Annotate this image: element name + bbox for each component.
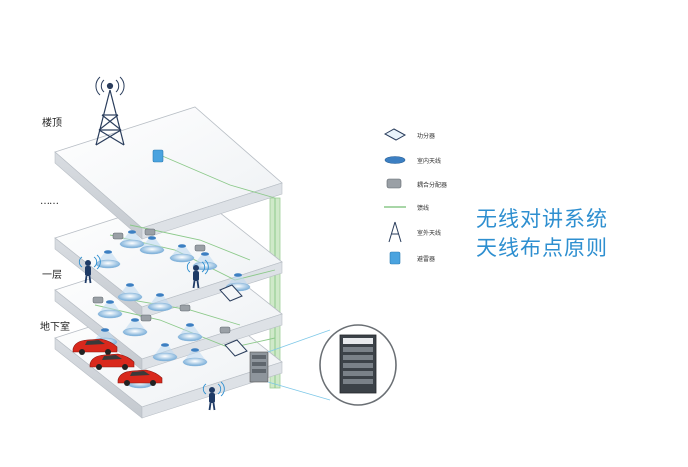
couplers: [92, 228, 231, 334]
indoor-antenna-icon: [97, 300, 123, 319]
basement-label: 地下室: [40, 322, 70, 333]
legend-label: 避雷器: [417, 255, 436, 263]
roof-label: 楼顶: [42, 118, 62, 129]
coupler-icon: [386, 178, 402, 189]
repeater-icon: [389, 251, 401, 265]
outdoor-antenna-icon: [388, 221, 402, 243]
splitter-basement: [224, 339, 248, 357]
first-floor-label: 一层: [42, 270, 62, 281]
communication-tower: [95, 82, 125, 146]
legend-label: 功分器: [417, 132, 436, 140]
coupler-icon: [92, 296, 104, 304]
coupler-icon: [179, 304, 191, 312]
legend-icons: [383, 128, 407, 265]
legend-label: 室外天线: [417, 229, 442, 237]
indoor-antenna-icon: [119, 230, 145, 249]
legend-item-coupler: 耦合分配器: [385, 176, 465, 192]
tower-signal-waves: [95, 76, 125, 96]
legend-item-indoor-antenna: 室内天线: [385, 152, 465, 168]
person-with-walkie-talkie-icon: [202, 381, 225, 411]
indoor-antenna-icon: [152, 343, 178, 362]
splitter-icon: [383, 128, 407, 141]
coupler-icon: [112, 232, 124, 240]
coupler-icon: [194, 244, 206, 252]
indoor-antenna-icon: [182, 348, 208, 367]
indoor-antenna-icon: [117, 283, 143, 302]
indoor-antenna-icon: [139, 236, 165, 255]
equipment-cabinet-small: [249, 351, 269, 383]
car-icon: [117, 369, 163, 386]
splitter-first-floor: [219, 284, 243, 302]
indoor-antenna-icon: [169, 244, 195, 263]
ellipsis-label: ……: [40, 196, 59, 207]
coupler-icon: [144, 228, 156, 236]
indoor-antenna-icon: [384, 156, 406, 164]
legend-item-splitter: 功分器: [385, 127, 465, 143]
legend-label: 馈线: [417, 204, 430, 212]
legend-item-repeater: 避雷器: [385, 250, 465, 266]
title-line-1: 无线对讲系统: [476, 207, 608, 231]
indoor-antenna-icon: [147, 293, 173, 312]
basement-cars: [72, 338, 163, 386]
cabinet-zoom-callout: [267, 324, 397, 406]
indoor-antenna-icon: [122, 318, 148, 337]
legend-item-outdoor-antenna: 室外天线: [385, 224, 465, 240]
title-line-2: 天线布点原则: [476, 236, 608, 260]
legend-label: 耦合分配器: [417, 181, 448, 189]
roof-slab: [54, 106, 283, 240]
roof-arrester-icon: [152, 149, 164, 163]
coupler-icon: [140, 314, 152, 322]
legend-label: 室内天线: [417, 157, 442, 165]
indoor-antenna-icon: [177, 323, 203, 342]
coupler-icon: [219, 326, 231, 334]
person-with-walkie-talkie-icon: [78, 254, 101, 284]
car-icon: [72, 338, 118, 355]
walkie-talkie-users: [78, 254, 225, 411]
legend-item-feeder: 馈线: [385, 199, 465, 215]
person-with-walkie-talkie-icon: [186, 259, 209, 289]
car-icon: [89, 353, 135, 370]
